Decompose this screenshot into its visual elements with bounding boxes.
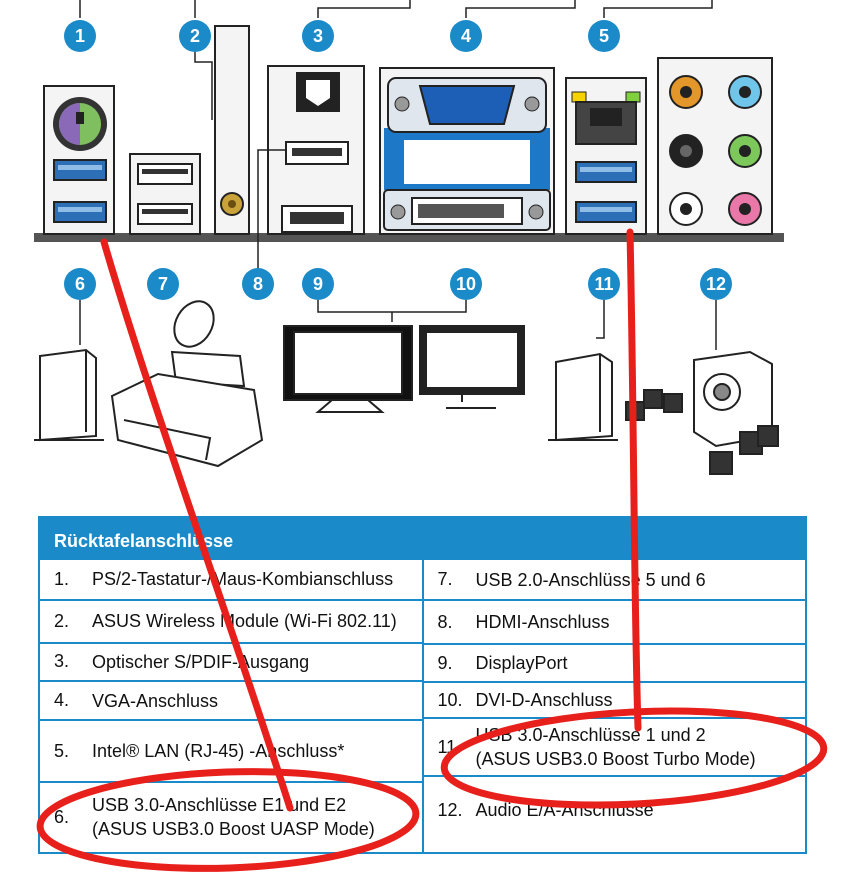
wireless-module [214,25,250,235]
usb2-block [129,153,201,235]
speakers-illustration [625,350,779,475]
vga-dvi-block [379,67,555,235]
table-row: 8.HDMI-Anschluss [423,601,805,645]
table-row: 2.ASUS Wireless Module (Wi-Fi 802.11) [40,601,422,645]
table-row: 4.VGA-Anschluss [40,682,422,722]
callout-circle-4 [450,20,482,52]
ps2-usb-block [43,85,115,235]
callout-circle-1 [64,20,96,52]
callout-number-6: 6 [75,274,85,294]
callout-circle-11 [588,268,620,300]
table-row: 1.PS/2-Tastatur-/Maus-Kombianschluss [40,560,422,601]
callout-number-5: 5 [599,26,609,46]
callout-number-10: 10 [456,274,476,294]
table-left-column: 1.PS/2-Tastatur-/Maus-Kombianschluss 2.A… [40,560,422,852]
callout-number-4: 4 [461,26,471,46]
callout-circle-12 [700,268,732,300]
callout-number-9: 9 [313,274,323,294]
printer-illustration [110,300,264,468]
audio-jacks-block [657,57,773,235]
callout-number-3: 3 [313,26,323,46]
callout-number-2: 2 [190,26,200,46]
table-row: 11.USB 3.0-Anschlüsse 1 und 2(ASUS USB3.… [423,719,805,777]
callout-circle-3 [302,20,334,52]
monitors-illustration [283,325,525,413]
callout-circle-6 [64,268,96,300]
external-drive-right-illustration [548,352,618,442]
table-row: 12.Audio E/A-Anschlüsse [437,799,654,821]
rear-panel-connectors-table: Rücktafelanschlüsse 1.PS/2-Tastatur-/Mau… [38,516,807,854]
callout-number-8: 8 [253,274,263,294]
callout-number-1: 1 [75,26,85,46]
table-right-column: 7.USB 2.0-Anschlüsse 5 und 6 8.HDMI-Ansc… [421,560,805,852]
callout-circle-5 [588,20,620,52]
table-title: Rücktafelanschlüsse [40,518,805,560]
external-drive-left-illustration [34,348,104,442]
callout-number-11: 11 [594,274,613,294]
table-row: 3.Optischer S/PDIF-Ausgang [40,644,422,682]
table-row: 10.DVI-D-Anschluss [423,683,805,719]
callout-number-7: 7 [158,274,168,294]
callout-circle-2 [179,20,211,52]
table-row: 6.USB 3.0-Anschlüsse E1 und E2(ASUS USB3… [54,795,375,840]
table-row: 9.DisplayPort [423,645,805,683]
board-edge [34,233,784,242]
lan-usb3-block [565,77,647,235]
table-row: 5.Intel® LAN (RJ-45) -Anschluss* [40,721,422,783]
table-row: 7.USB 2.0-Anschlüsse 5 und 6 [423,560,805,601]
callout-circle-9 [302,268,334,300]
callout-number-12: 12 [706,274,726,294]
callout-circle-10 [450,268,482,300]
